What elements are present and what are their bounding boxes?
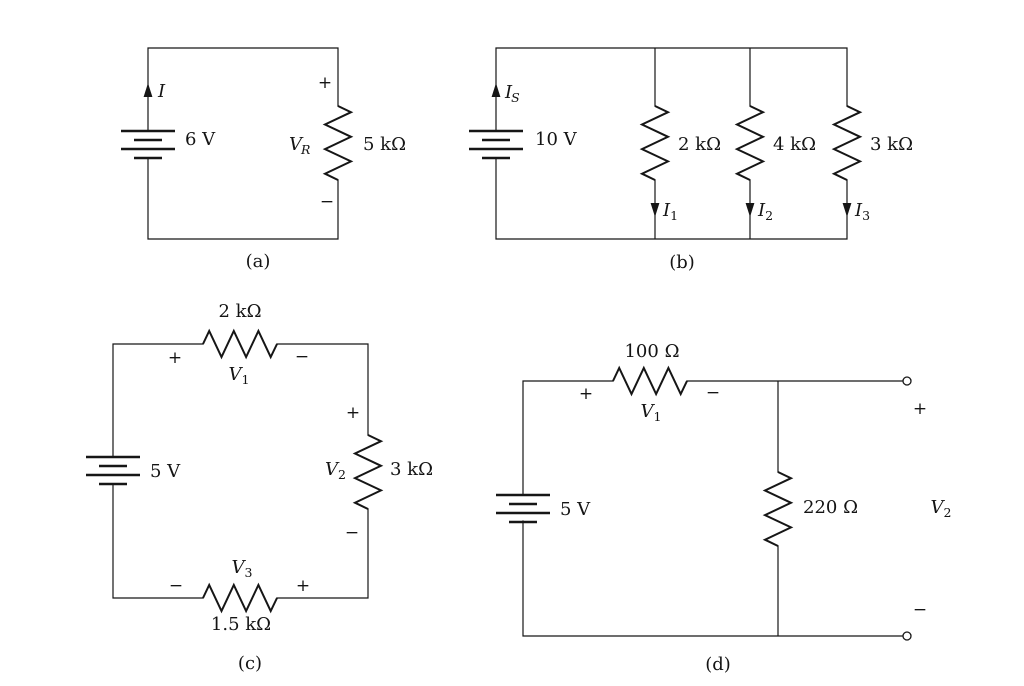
battery-plate-long — [496, 493, 550, 515]
current-arrow-icon — [745, 203, 755, 217]
circuit-a: I 6 V + VR 5 kΩ − (a) — [121, 47, 406, 272]
source-current-label: IS — [504, 82, 520, 105]
battery-icon — [86, 455, 140, 486]
resistor-value-label: 1.5 kΩ — [211, 614, 271, 635]
battery-plate-short — [99, 464, 127, 486]
battery-icon — [496, 493, 550, 524]
minus-sign: − — [320, 192, 334, 212]
source-voltage-label: 5 V — [150, 461, 181, 482]
wire — [112, 343, 369, 599]
current-arrow-icon — [491, 83, 501, 97]
resistor-icon — [352, 434, 384, 510]
battery-plate-short — [134, 138, 162, 160]
voltage-label: V3 — [232, 557, 253, 580]
terminal-icon — [902, 631, 912, 641]
resistor-icon — [202, 328, 278, 360]
resistor-value-label: 3 kΩ — [870, 134, 913, 155]
voltage-label: V1 — [229, 364, 250, 387]
plus-sign: + — [318, 73, 332, 93]
resistor-icon — [831, 105, 863, 181]
source-voltage-label: 6 V — [185, 129, 216, 150]
battery-plate-long — [469, 129, 523, 151]
circuit-c: 2 kΩ + − V1 5 V + V2 3 kΩ − V3 − + 1.5 k… — [86, 301, 433, 674]
caption: (c) — [238, 653, 262, 674]
battery-plate-short — [482, 138, 510, 160]
resistor-value-label: 5 kΩ — [363, 134, 406, 155]
circuit-b: IS 10 V 2 kΩ 4 kΩ 3 kΩ I1 I2 I3 (b) — [469, 47, 913, 273]
battery-plate-long — [121, 129, 175, 151]
plus-sign: + — [913, 399, 927, 419]
minus-sign: − — [169, 576, 183, 596]
resistor-icon — [202, 582, 278, 614]
caption: (d) — [705, 654, 731, 675]
resistor-icon — [612, 365, 688, 397]
resistor-icon — [322, 105, 354, 181]
caption: (b) — [669, 252, 695, 273]
terminal-icon — [902, 376, 912, 386]
battery-plate-short — [509, 502, 537, 524]
circuit-d: 100 Ω + − V1 5 V 220 Ω + V2 − (d) — [496, 341, 951, 675]
plus-sign: + — [296, 576, 310, 596]
resistor-value-label: 4 kΩ — [773, 134, 816, 155]
minus-sign: − — [706, 383, 720, 403]
current-arrow-icon — [650, 203, 660, 217]
voltage-label: V2 — [325, 459, 346, 482]
minus-sign: − — [913, 600, 927, 620]
plus-sign: + — [168, 348, 182, 368]
voltage-label: VR — [289, 134, 310, 157]
resistor-value-label: 2 kΩ — [678, 134, 721, 155]
resistor-value-label: 100 Ω — [624, 341, 679, 362]
battery-icon — [469, 129, 523, 160]
minus-sign: − — [345, 523, 359, 543]
source-voltage-label: 5 V — [560, 499, 591, 520]
resistor-value-label: 220 Ω — [803, 497, 858, 518]
current-arrow-icon — [143, 83, 153, 97]
branch-current-label: I1 — [662, 200, 678, 223]
wire — [522, 380, 904, 637]
output-voltage-label: V2 — [931, 497, 952, 520]
resistor-icon — [639, 105, 671, 181]
battery-plate-long — [86, 455, 140, 477]
caption: (a) — [246, 251, 271, 272]
minus-sign: − — [295, 347, 309, 367]
plus-sign: + — [346, 403, 360, 423]
branch-current-label: I3 — [854, 200, 870, 223]
resistor-icon — [762, 471, 794, 547]
current-label: I — [157, 81, 166, 102]
resistor-icon — [734, 105, 766, 181]
resistor-value-label: 2 kΩ — [218, 301, 261, 322]
resistor-value-label: 3 kΩ — [390, 459, 433, 480]
branch-current-label: I2 — [757, 200, 773, 223]
current-arrow-icon — [842, 203, 852, 217]
voltage-label: V1 — [641, 401, 662, 424]
source-voltage-label: 10 V — [535, 129, 578, 150]
battery-icon — [121, 129, 175, 160]
plus-sign: + — [579, 384, 593, 404]
